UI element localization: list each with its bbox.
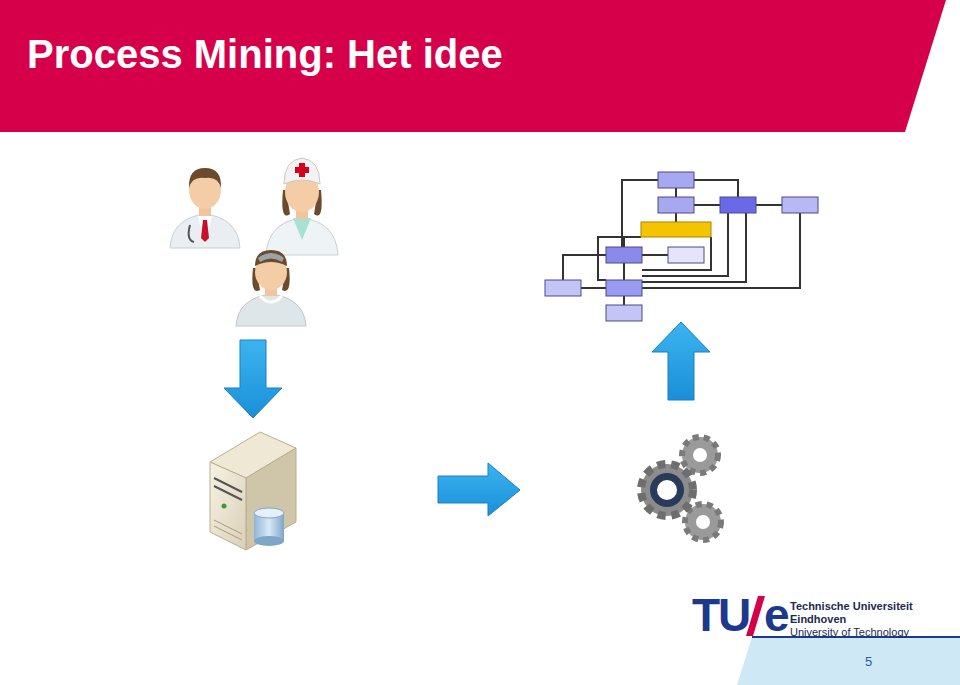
footer-band [737, 637, 960, 685]
flow-arrow [224, 340, 282, 418]
institution-name: Eindhoven [790, 613, 846, 626]
nurse-figure [266, 158, 338, 255]
database-server [210, 432, 296, 550]
institution-name: University of Technology [790, 626, 909, 639]
page-number: 5 [865, 654, 872, 670]
flow-arrow [438, 463, 520, 516]
process-model [545, 180, 800, 305]
logo-text: e [764, 590, 790, 640]
flow-arrow [652, 322, 710, 400]
doctor-figure [170, 168, 240, 248]
nurse-figure [236, 250, 306, 326]
logo-text: TU [692, 590, 749, 640]
process-model-boxes [545, 172, 818, 321]
header-band [0, 0, 946, 132]
slide-title: Process Mining: Het idee [27, 30, 503, 78]
institution-name: Technische Universiteit [790, 600, 913, 613]
mining-gears [641, 437, 721, 540]
